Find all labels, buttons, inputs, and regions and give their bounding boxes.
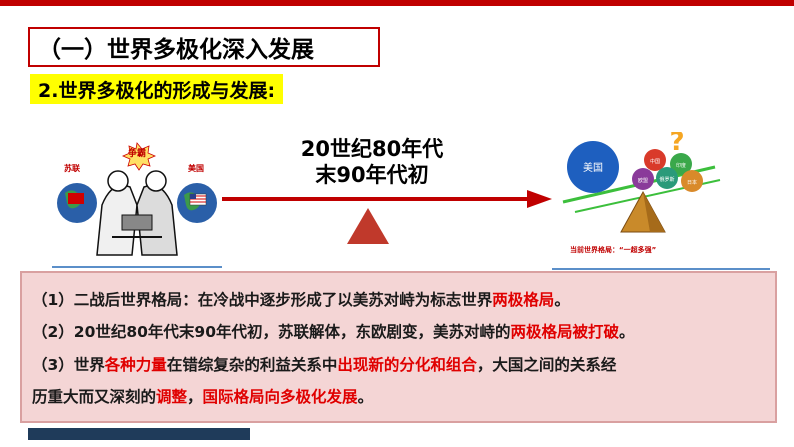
question-mark-icon: ?: [669, 132, 684, 157]
china-ball-label: 中国: [650, 158, 660, 165]
point-3-text-b: 在错综复杂的利益关系中: [166, 356, 338, 374]
point-1-highlight: 两极格局: [492, 291, 555, 309]
point-2-text: （2）20世纪80年代末90年代初，苏联解体，东欧剧变，美苏对峙的: [32, 323, 511, 341]
point-4-highlight-a: 调整: [156, 388, 188, 406]
left-underline: [52, 266, 222, 268]
explanation-panel: [20, 271, 777, 423]
period-label: 20世纪80年代 末90年代初: [282, 136, 462, 188]
point-4-text-b: ，: [187, 388, 203, 406]
point-2-end: 。: [619, 323, 635, 341]
point-2: （2）20世纪80年代末90年代初，苏联解体，东欧剧变，美苏对峙的两极格局被打破…: [32, 320, 635, 342]
right-underline: [552, 268, 770, 270]
point-4-text-a: 历重大而又深刻的: [32, 388, 157, 406]
panel-bottom-bar: [28, 428, 250, 440]
russia-ball-label: 俄罗斯: [659, 176, 674, 183]
japan-ball-label: 日本: [687, 179, 697, 186]
period-line-1: 20世纪80年代: [300, 137, 444, 161]
point-2-highlight: 两极格局被打破: [510, 323, 620, 341]
point-3-text-c: ，大国之间的关系经: [476, 356, 617, 374]
eu-ball-label: 欧盟: [638, 177, 648, 184]
point-4-highlight-b: 国际格局向多极化发展: [202, 388, 358, 406]
point-3: （3）世界各种力量在错综复杂的利益关系中出现新的分化和组合，大国之间的关系经: [32, 353, 616, 375]
usa-ball: [567, 141, 619, 193]
world-pattern-caption: 当前世界格局：“一超多强”: [570, 246, 657, 254]
top-accent-bar: [0, 0, 794, 6]
point-3-continued: 历重大而又深刻的调整，国际格局向多极化发展。: [32, 385, 373, 407]
point-3-highlight-a: 各种力量: [104, 356, 167, 374]
point-1: （1）二战后世界格局：在冷战中逐步形成了以美苏对峙为标志世界两极格局。: [32, 288, 570, 310]
multipolar-diagram-image: 美国 中国 欧盟 俄罗斯 日本 印度 ?: [562, 127, 721, 233]
usa-label: 美国: [188, 163, 204, 173]
point-1-end: 。: [554, 291, 570, 309]
subtitle-text: 2.世界多极化的形成与发展:: [38, 79, 276, 102]
multipolar-diagram: 美国 中国 欧盟 俄罗斯 日本 印度 ?: [555, 127, 730, 267]
india-ball-label: 印度: [676, 162, 686, 169]
transition-arrow-icon: [222, 190, 552, 208]
subtitle-highlight: 2.世界多极化的形成与发展:: [30, 74, 284, 104]
soviet-label: 苏联: [64, 163, 80, 173]
point-3-highlight-b: 出现新的分化和组合: [337, 356, 477, 374]
usa-ball-label: 美国: [583, 161, 603, 174]
bipolar-cartoon-image: 争霸 苏联 美国: [52, 142, 222, 260]
struggle-label: 争霸: [128, 147, 146, 159]
soviet-flag-icon: [68, 193, 84, 204]
section-title: （一）世界多极化深入发展: [28, 27, 380, 67]
point-4-end: 。: [357, 388, 374, 406]
fulcrum-triangle-icon: [347, 208, 389, 244]
bipolar-cartoon: 争霸 苏联 美国: [52, 135, 222, 268]
point-1-text: （1）二战后世界格局：在冷战中逐步形成了以美苏对峙为标志世界: [32, 291, 493, 309]
section-title-text: （一）世界多极化深入发展: [38, 37, 314, 63]
point-3-text-a: （3）世界: [32, 356, 105, 374]
period-line-2: 末90年代初: [315, 163, 429, 187]
